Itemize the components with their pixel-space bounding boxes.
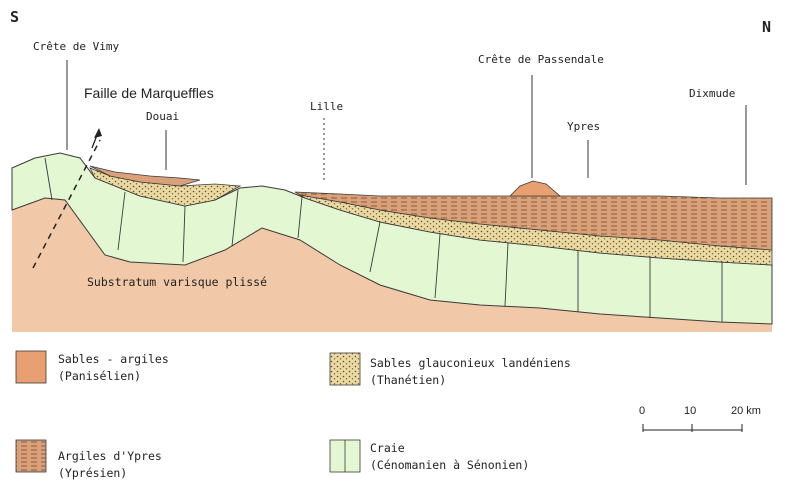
legend-swatch-sables-glauconieux xyxy=(330,353,360,385)
legend-sables-glauconieux-line1: Sables glauconieux landéniens xyxy=(370,355,571,372)
scale-bar xyxy=(643,424,742,432)
scale-tick-0: 0 xyxy=(639,405,645,417)
legend-argiles-ypres-line1: Argiles d'Ypres xyxy=(58,448,162,465)
legend-argiles-ypres: Argiles d'Ypres (Yprésien) xyxy=(58,448,162,482)
paniselien-cap xyxy=(510,181,560,196)
label-ypres: Ypres xyxy=(567,120,600,133)
label-lille: Lille xyxy=(310,100,343,113)
legend-craie-line2: (Cénomanien à Sénonien) xyxy=(370,457,529,474)
faille-arrow-head xyxy=(94,128,102,138)
scale-tick-20: 20 km xyxy=(731,405,761,417)
label-faille: Faille de Marqueffles xyxy=(84,85,214,101)
legend-sables-glauconieux-line2: (Thanétien) xyxy=(370,372,571,389)
legend-swatch-argiles xyxy=(16,440,46,472)
legend-craie: Craie (Cénomanien à Sénonien) xyxy=(370,440,529,474)
substratum-label: Substratum varisque plissé xyxy=(87,275,267,289)
label-douai: Douai xyxy=(146,110,179,123)
legend-argiles-ypres-line2: (Yprésien) xyxy=(58,465,162,482)
label-dixmude: Dixmude xyxy=(689,87,735,100)
legend-sables-glauconieux: Sables glauconieux landéniens (Thanétien… xyxy=(370,355,571,389)
legend-sables-argiles-line1: Sables - argiles xyxy=(58,351,169,368)
south-label: S xyxy=(10,8,19,26)
legend-sables-argiles: Sables - argiles (Panisélien) xyxy=(58,351,169,385)
legend-sables-argiles-line2: (Panisélien) xyxy=(58,368,169,385)
label-vimy: Crête de Vimy xyxy=(33,40,119,53)
scale-tick-10: 10 xyxy=(684,405,696,417)
label-passendale: Crête de Passendale xyxy=(478,53,604,66)
legend-swatch-sables-argiles xyxy=(16,351,46,383)
legend-craie-line1: Craie xyxy=(370,440,529,457)
north-label: N xyxy=(762,18,771,36)
